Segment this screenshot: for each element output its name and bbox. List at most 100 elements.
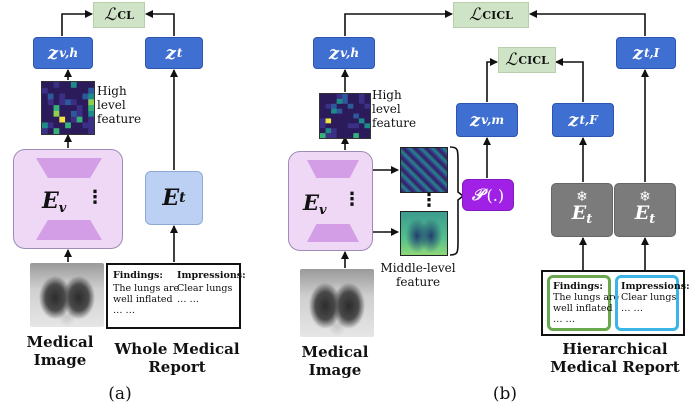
- medical-image-xray-a: [30, 263, 104, 327]
- heatmap-cell: [336, 123, 343, 129]
- hierarchical-report-box: Findings: The lungs are well inflated … …: [541, 270, 690, 336]
- heatmap-cell: [320, 123, 326, 129]
- heatmap-cell: [336, 98, 343, 105]
- heatmap-cell: [42, 128, 49, 134]
- heatmap-cell: [347, 98, 354, 105]
- arrow-zt-to-loss-a: [145, 10, 175, 36]
- heatmap-cell: [331, 103, 337, 109]
- heatmap-cell: [353, 103, 360, 109]
- heatmap-cell: [358, 113, 365, 119]
- heatmap-cell: [331, 98, 337, 105]
- findings-section: Findings: The lungs are well inflated … …: [547, 275, 619, 331]
- panel-label-b: (b): [492, 384, 518, 404]
- middle-level-label: Middle-level feature: [380, 261, 456, 289]
- heatmap-cell: [353, 128, 360, 134]
- heatmap-cell: [342, 94, 349, 100]
- snowflake-icon: ❄: [576, 188, 588, 205]
- heatmap-cell: [42, 105, 49, 112]
- heatmap-cell: [320, 103, 326, 109]
- heatmap-cell: [53, 128, 60, 134]
- heatmap-cell: [82, 122, 89, 129]
- heatmap-cell: [47, 99, 54, 106]
- heatmap-cell: [59, 110, 66, 117]
- heatmap-cell: [320, 108, 326, 114]
- heatmap-cell: [320, 128, 326, 134]
- heatmap-cell: [65, 82, 72, 89]
- arrow-ztF-to-loss-mid: [555, 58, 584, 102]
- heatmap-cell: [364, 133, 370, 138]
- heatmap-cell: [336, 94, 343, 100]
- heatmap-cell: [342, 98, 349, 105]
- heatmap-cell: [70, 128, 77, 134]
- heatmap-cell: [347, 103, 354, 109]
- loss-superscript: CL: [117, 8, 134, 22]
- heatmap-cell: [59, 99, 66, 106]
- arrow-zvm-to-loss-mid: [486, 58, 498, 102]
- heatmap-cell: [347, 128, 354, 134]
- heatmap-cell: [65, 110, 72, 117]
- heatmap-cell: [88, 87, 94, 94]
- heatmap-cell: [342, 108, 349, 114]
- heatmap-cell: [358, 128, 365, 134]
- heatmap-cell: [76, 116, 83, 123]
- heatmap-cell: [358, 98, 365, 105]
- arrow-zvh-to-loss-a: [61, 10, 93, 36]
- z-symbol: z: [165, 42, 176, 64]
- heatmap-cell: [353, 108, 360, 114]
- caption-whole-report: Whole Medical Report: [114, 340, 240, 376]
- impressions-title: Impressions:: [177, 270, 246, 281]
- caption-hierarchical-report: Hierarchical Medical Report: [550, 340, 680, 376]
- heatmap-cell: [53, 110, 60, 117]
- encoder-top-trapezoid: [307, 160, 359, 178]
- heatmap-cell: [82, 87, 89, 94]
- heatmap-cell: [42, 110, 49, 117]
- heatmap-cell: [325, 94, 332, 100]
- heatmap-cell: [320, 133, 326, 138]
- projector-box: 𝒫(.): [462, 179, 514, 211]
- heatmap-cell: [353, 98, 360, 105]
- heatmap-cell: [53, 93, 60, 100]
- heatmap-cell: [65, 93, 72, 100]
- feature-map-dots: ⋮: [420, 190, 438, 211]
- heatmap-cell: [320, 113, 326, 119]
- heatmap-cell: [364, 118, 370, 124]
- heatmap-cell: [65, 116, 72, 123]
- heatmap-cell: [88, 99, 94, 106]
- heatmap-cell: [342, 123, 349, 129]
- heatmap-cell: [82, 93, 89, 100]
- heatmap-cell: [325, 118, 332, 124]
- heatmap-cell: [336, 113, 343, 119]
- heatmap-cell: [353, 113, 360, 119]
- heatmap-cell: [331, 108, 337, 114]
- heatmap-cell: [342, 103, 349, 109]
- heatmap-cell: [82, 99, 89, 106]
- heatmap-cell: [82, 82, 89, 89]
- impressions-line-2: … …: [177, 294, 200, 305]
- heatmap-cell: [331, 133, 337, 138]
- heatmap-cell: [353, 123, 360, 129]
- image-encoder-b: Ev ⋮: [288, 151, 373, 251]
- heatmap-cell: [88, 82, 94, 89]
- heatmap-cell: [76, 122, 83, 129]
- heatmap-cell: [347, 108, 354, 114]
- heatmap-cell: [331, 123, 337, 129]
- encoder-dots: ⋮: [86, 187, 104, 208]
- heatmap-cell: [88, 110, 94, 117]
- heatmap-cell: [82, 105, 89, 112]
- heatmap-cell: [347, 118, 354, 124]
- heatmap-cell: [70, 105, 77, 112]
- heatmap-cell: [331, 94, 337, 100]
- heatmap-cell: [70, 87, 77, 94]
- heatmap-cell: [364, 94, 370, 100]
- heatmap-cell: [65, 128, 72, 134]
- middle-feature-map-2: [400, 211, 448, 256]
- heatmap-cell: [65, 122, 72, 129]
- impressions-line-1: Clear lungs: [177, 283, 233, 294]
- panel-label-a: (a): [108, 384, 132, 404]
- heatmap-cell: [70, 82, 77, 89]
- heatmap-cell: [353, 118, 360, 124]
